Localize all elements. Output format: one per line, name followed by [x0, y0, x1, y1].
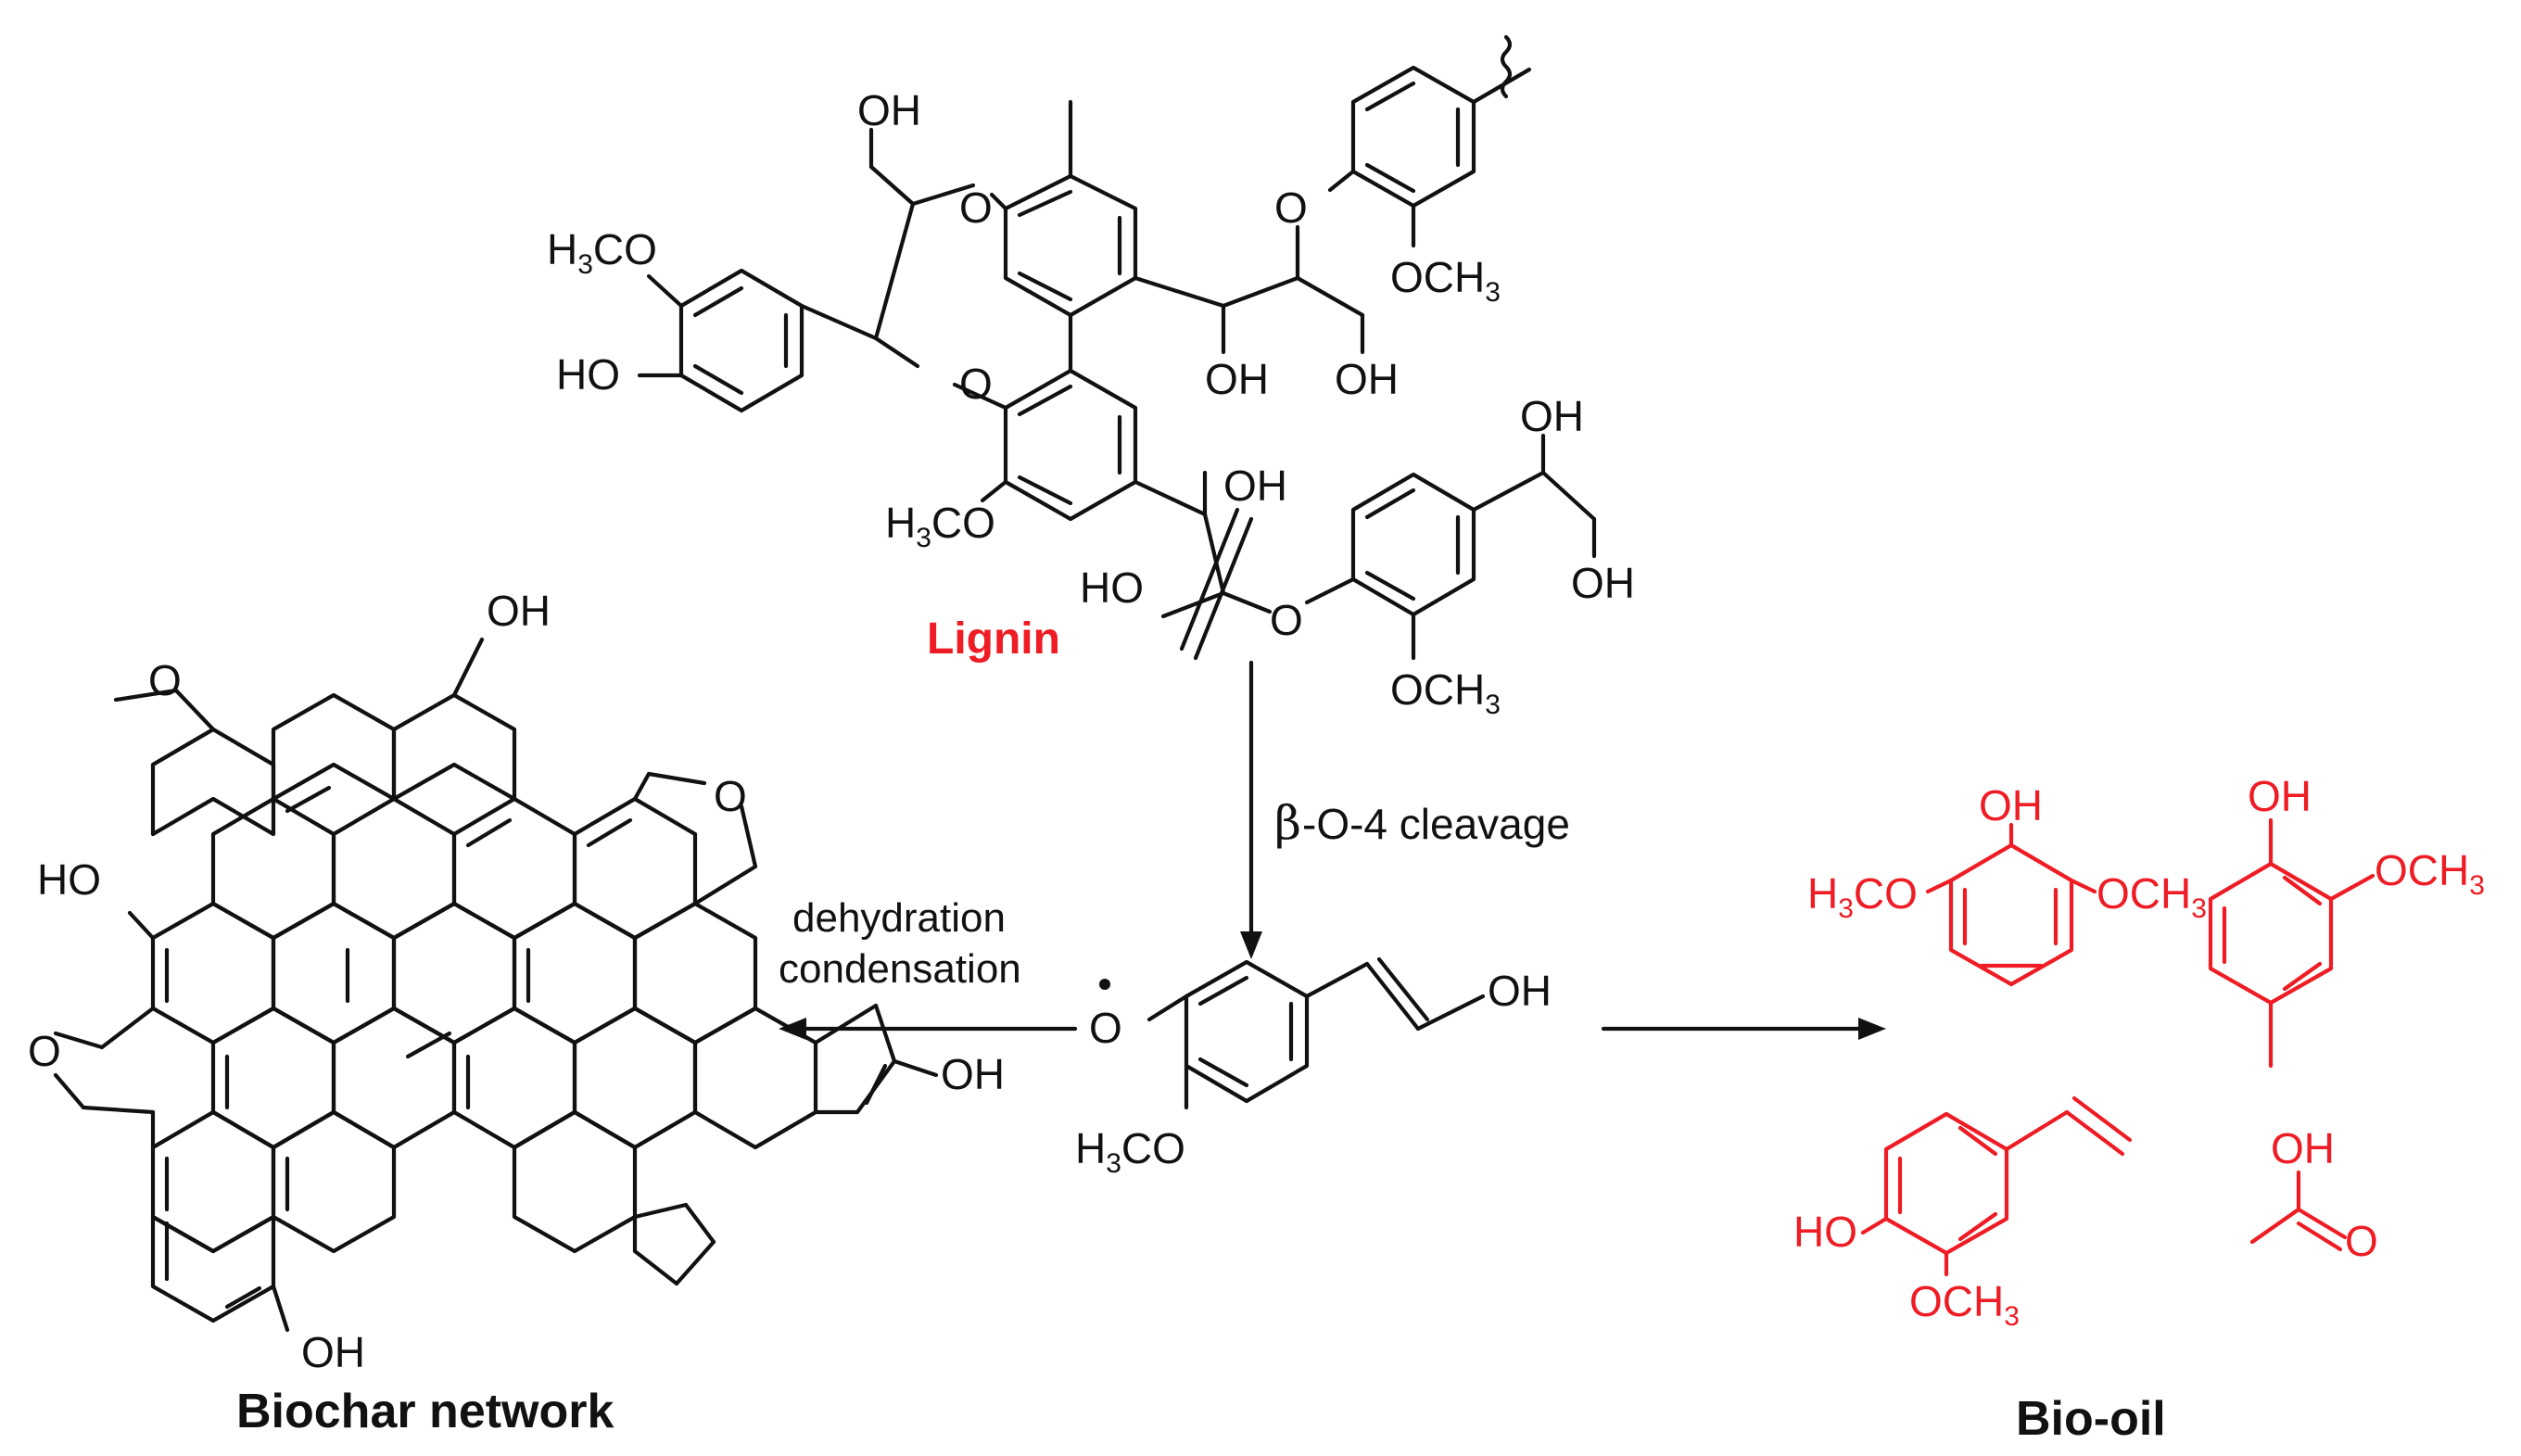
methylguaiacol-och3: OCH3 [2375, 846, 2485, 901]
lignin-structure: OH O O H3CO HO H3CO OH OH O OCH3 OH HO O… [547, 34, 1635, 720]
lignin-ring-a [678, 268, 804, 413]
syringol-h3co: H3CO [1807, 869, 1918, 924]
lignin-oh-4: OH [1223, 462, 1287, 510]
condensation-label: condensation [779, 946, 1021, 992]
biochar-structure: OH O O HO O OH OH Biochar network [28, 587, 1005, 1438]
biooil-products: OH H3CO OCH3 OH OCH3 HO [1793, 772, 2485, 1446]
vinylguaiacol-ho: HO [1793, 1208, 1857, 1256]
syringol-och3: OCH3 [2097, 869, 2207, 924]
cleavage-mark [1193, 516, 1254, 661]
lignin-oh-3: OH [1335, 355, 1399, 403]
condensation-arrow: dehydration condensation [779, 895, 1078, 1040]
polymer-continuation [1500, 34, 1513, 99]
lignin-ether-o-1: O [959, 184, 993, 232]
lignin-och3-1: OCH3 [1390, 253, 1501, 308]
product-methylguaiacol: OH OCH3 [2208, 772, 2485, 1069]
biochar-oh-right: OH [941, 1050, 1005, 1098]
lignin-ether-o-3: O [1274, 184, 1308, 232]
radical-dot [1099, 979, 1110, 990]
biooil-arrow [1601, 1018, 1886, 1040]
vinylguaiacol-och3: OCH3 [1909, 1277, 2020, 1332]
lignin-oh-top: OH [857, 86, 921, 134]
lignin-ho-2: HO [1080, 563, 1144, 612]
cleavage-label: -O-4 cleavage [1302, 800, 1570, 848]
lignin-ether-o-4: O [1270, 596, 1303, 644]
lignin-ho-1: HO [556, 350, 620, 399]
syringol-oh: OH [1979, 781, 2043, 829]
beta-symbol: β [1274, 796, 1301, 850]
biochar-oh-top: OH [487, 587, 551, 635]
biochar-oh-bottom: OH [301, 1328, 365, 1376]
intermediate-ring [1184, 959, 1310, 1104]
lignin-och3-2: OCH3 [1390, 665, 1501, 720]
lignin-ring-d [1350, 65, 1476, 209]
biochar-furan-o-left: O [28, 1027, 61, 1075]
lignin-ring-c [1003, 368, 1138, 522]
acetic-oh: OH [2271, 1124, 2335, 1172]
dehydration-label: dehydration [792, 895, 1006, 941]
product-acetic-acid: OH O [2249, 1124, 2378, 1265]
lignin-oh-6: OH [1571, 559, 1635, 607]
biochar-title: Biochar network [236, 1385, 614, 1438]
biochar-ho-left: HO [37, 855, 101, 904]
lignin-ring-b [1003, 173, 1138, 318]
lignin-ring-e [1350, 472, 1476, 617]
lignin-ether-o-2: O [959, 360, 993, 408]
cleavage-arrow: β -O-4 cleavage [1240, 660, 1570, 959]
lignin-oh-2: OH [1205, 355, 1269, 403]
lignin-h3co-2: H3CO [885, 499, 995, 553]
intermediate-h3co: H3CO [1075, 1124, 1185, 1179]
methylguaiacol-oh: OH [2248, 772, 2312, 820]
radical-intermediate: O OH H3CO [1075, 956, 1552, 1179]
lignin-oh-5: OH [1520, 392, 1584, 440]
product-syringol: OH H3CO OCH3 [1807, 781, 2207, 987]
acetic-o: O [2345, 1217, 2378, 1265]
radical-oxygen: O [1089, 1004, 1122, 1052]
intermediate-oh: OH [1488, 967, 1552, 1015]
biochar-furan-o-top: O [714, 772, 747, 820]
biochar-methoxy-o: O [148, 656, 182, 704]
lignin-h3co-1: H3CO [547, 225, 657, 280]
product-vinylguaiacol: HO OCH3 [1793, 1095, 2133, 1332]
lignin-title: Lignin [927, 614, 1060, 664]
biooil-title: Bio-oil [2016, 1392, 2166, 1446]
